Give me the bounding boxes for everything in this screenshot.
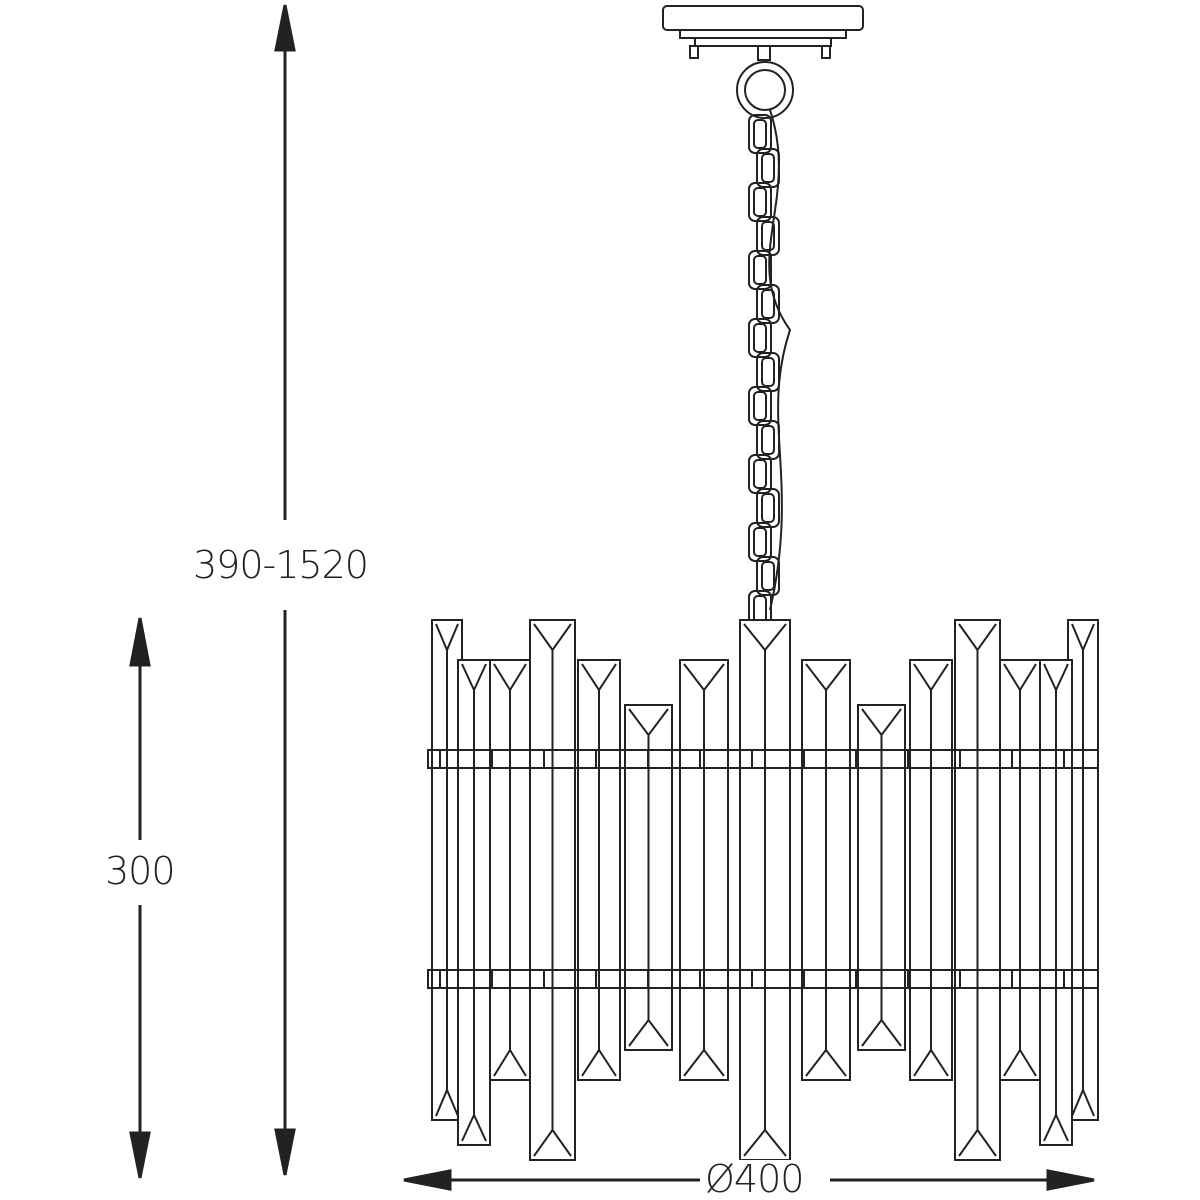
chain-link-inner bbox=[753, 391, 767, 421]
chain-link-inner bbox=[753, 255, 767, 285]
chain-link-inner bbox=[753, 119, 767, 149]
chain-link-inner bbox=[761, 425, 775, 455]
crystal-lamp-body bbox=[427, 619, 1099, 1161]
support-ring bbox=[427, 969, 1099, 989]
crystal-facet bbox=[958, 623, 997, 1157]
total-height-label: 390-1520 bbox=[193, 543, 369, 587]
chain-link bbox=[748, 114, 772, 154]
chain-link-inner bbox=[761, 221, 775, 251]
ceiling-canopy bbox=[662, 5, 864, 119]
chain-link bbox=[756, 556, 780, 596]
chain-link bbox=[748, 182, 772, 222]
chain-link-inner bbox=[753, 527, 767, 557]
chain-link bbox=[748, 250, 772, 290]
diameter-label: Ø400 bbox=[705, 1157, 804, 1200]
crystal-facet bbox=[743, 623, 787, 1157]
chain-link bbox=[756, 284, 780, 324]
body-height-label: 300 bbox=[105, 849, 176, 893]
crystal-facet bbox=[861, 708, 902, 1047]
crystal-facet bbox=[461, 663, 487, 1142]
crystal-facet bbox=[1071, 623, 1095, 1117]
chain-link-inner bbox=[761, 561, 775, 591]
chain-link bbox=[756, 352, 780, 392]
crystal-facet bbox=[1043, 663, 1069, 1142]
total-height-arrow bbox=[274, 4, 296, 1176]
chain-link bbox=[748, 318, 772, 358]
suspension-chain bbox=[748, 109, 792, 630]
chain-link-inner bbox=[761, 493, 775, 523]
chain-link bbox=[748, 386, 772, 426]
crystal-facet bbox=[435, 623, 459, 1117]
chain-link-inner bbox=[761, 153, 775, 183]
crystal-facet bbox=[533, 623, 572, 1157]
chain-link bbox=[748, 522, 772, 562]
chain-link-inner bbox=[753, 323, 767, 353]
chain-link-inner bbox=[761, 289, 775, 319]
body-height-arrow bbox=[129, 617, 151, 1179]
chain-link-inner bbox=[761, 357, 775, 387]
chain-link-inner bbox=[753, 187, 767, 217]
support-ring bbox=[427, 749, 1099, 769]
chain-link bbox=[748, 454, 772, 494]
diameter-arrow bbox=[403, 1169, 1095, 1191]
chain-link bbox=[756, 488, 780, 528]
power-cable bbox=[768, 109, 792, 611]
chain-link bbox=[756, 216, 780, 256]
chain-link-inner bbox=[753, 459, 767, 489]
